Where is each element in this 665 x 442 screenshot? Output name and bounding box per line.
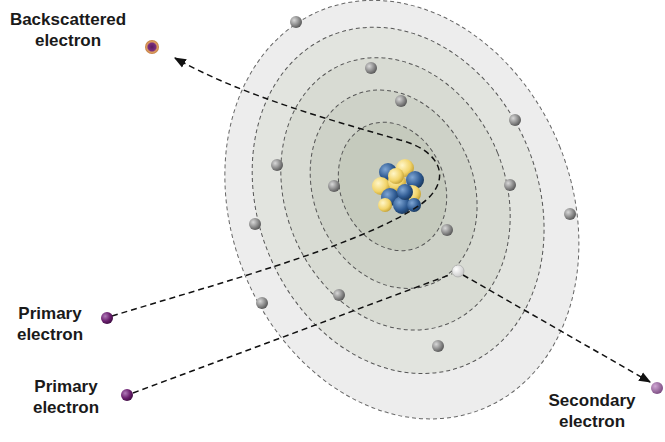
secondary-label: Secondary electron: [549, 391, 636, 432]
primary-label: Primary electron: [17, 304, 83, 345]
primary-label: Primary electron: [33, 377, 99, 418]
backscattered-label: Backscattered electron: [10, 10, 126, 51]
